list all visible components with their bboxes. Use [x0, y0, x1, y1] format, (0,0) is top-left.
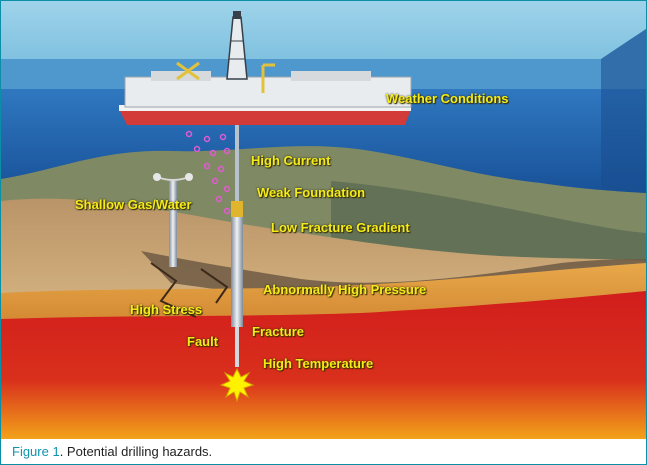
label-high-temperature: High Temperature	[263, 356, 374, 371]
seabed-marker-icon	[185, 173, 193, 181]
label-weather-conditions: Weather Conditions	[386, 91, 509, 106]
label-low-fracture-gradient: Low Fracture Gradient	[271, 220, 410, 235]
shallow-well-pipe	[169, 179, 177, 267]
label-fault: Fault	[187, 334, 219, 349]
seabed-slope	[331, 181, 646, 263]
label-weak-foundation: Weak Foundation	[257, 185, 366, 200]
figure-caption: Figure 1. Potential drilling hazards.	[12, 444, 212, 459]
fault-crack	[200, 268, 229, 304]
seabed-marker-icon	[153, 173, 161, 181]
label-shallow-gas-water: Shallow Gas/Water	[75, 197, 192, 212]
drill-ship	[119, 11, 412, 125]
label-high-stress: High Stress	[130, 302, 203, 317]
caption-text: . Potential drilling hazards.	[59, 444, 213, 459]
label-high-current: High Current	[251, 153, 331, 168]
drilling-hazards-diagram	[1, 1, 646, 439]
label-fracture: Fracture	[252, 324, 305, 339]
gas-bubbles	[185, 130, 231, 215]
label-abnormally-high-pressure: Abnormally High Pressure	[263, 282, 427, 297]
blowout-preventer	[231, 201, 243, 217]
wellbore-casing	[231, 217, 243, 327]
caption-label: Figure 1	[12, 444, 60, 459]
drill-bit-spark-icon	[219, 367, 255, 403]
high-temperature-zone	[1, 291, 646, 439]
drill-string	[235, 327, 239, 367]
fault-crack	[150, 262, 197, 318]
riser-pipe	[235, 125, 239, 215]
